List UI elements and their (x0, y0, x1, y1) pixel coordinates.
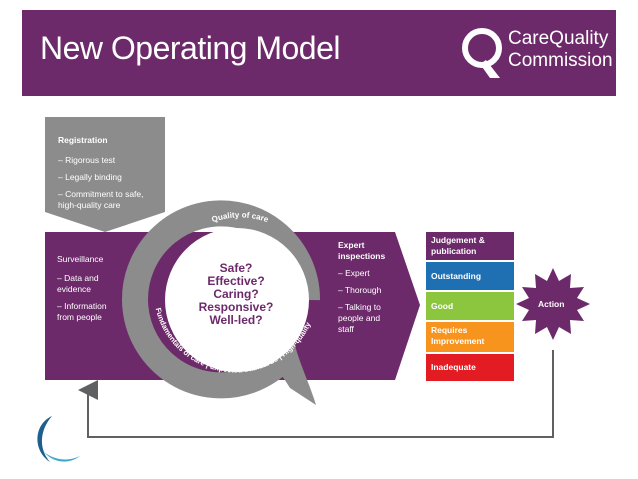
registration-item: – Commitment to safe, (58, 189, 144, 199)
rating-requires-improvement (426, 322, 514, 352)
page-title: New Operating Model (40, 30, 340, 66)
quality-cycle-ring (122, 200, 321, 399)
good-text: Good (431, 301, 454, 311)
judgement-label: Judgement & publication (426, 234, 514, 260)
cqc-q-icon (462, 28, 502, 78)
cycle-center (165, 228, 309, 372)
logo-line-1: CareQuality (508, 28, 609, 49)
action-starburst (516, 268, 590, 340)
expert-item: people and (338, 313, 381, 323)
surveillance-item: evidence (57, 284, 92, 294)
requires-text-1: Requires (431, 325, 468, 335)
rating-inadequate (426, 354, 514, 381)
swoosh-logo-icon (37, 416, 80, 462)
registration-item: – Legally binding (58, 172, 122, 182)
judgement-box (426, 232, 514, 260)
question-well-led: Well-led? (209, 313, 263, 327)
registration-heading: Registration (58, 135, 108, 145)
expert-item: staff (338, 324, 354, 334)
question-responsive: Responsive? (198, 300, 274, 314)
question-effective: Effective? (207, 274, 265, 288)
header-banner (22, 10, 616, 96)
question-caring: Caring? (213, 287, 259, 301)
registration-item: – Rigorous test (58, 155, 116, 165)
rating-outstanding (426, 262, 514, 290)
surveillance-item: from people (57, 312, 102, 322)
key-questions: Safe? Effective? Caring? Responsive? Wel… (180, 262, 292, 327)
logo-line-2: Commission (508, 50, 613, 71)
rating-good (426, 292, 514, 320)
surveillance-heading: Surveillance (57, 254, 104, 264)
registration-item: high-quality care (58, 200, 121, 210)
question-safe: Safe? (219, 261, 253, 275)
registration-chevron (45, 117, 165, 232)
action-label: Action (538, 299, 565, 309)
judgement-label-2: publication (431, 246, 477, 256)
requires-text-2: Improvement (431, 336, 485, 346)
expert-item: – Thorough (338, 285, 382, 295)
inadequate-text: Inadequate (431, 362, 476, 372)
surveillance-item: – Information (57, 301, 107, 311)
expert-item: – Talking to (338, 302, 381, 312)
expert-item: – Expert (338, 268, 370, 278)
cqc-logo: CareQuality Commission (462, 22, 613, 84)
expert-heading-1: Expert (338, 240, 365, 250)
cycle-tail (272, 342, 316, 405)
surveillance-item: – Data and (57, 273, 99, 283)
feedback-loop-line (78, 350, 554, 438)
judgement-label-1: Judgement & (431, 235, 485, 245)
outstanding-text: Outstanding (431, 271, 482, 281)
expert-heading-2: inspections (338, 251, 386, 261)
